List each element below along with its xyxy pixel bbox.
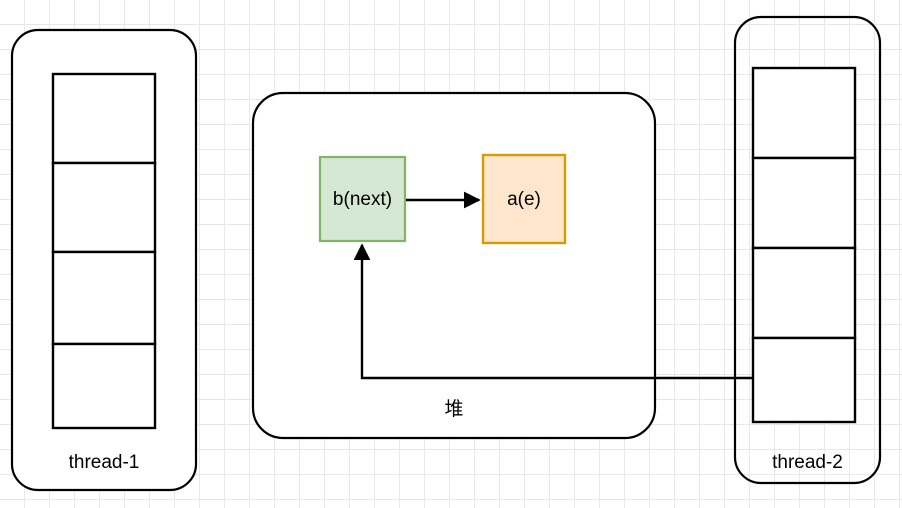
thread-2-frame-3[interactable] <box>751 246 857 340</box>
heap-title-label: 堆 <box>444 399 464 420</box>
heap-container[interactable] <box>251 91 657 440</box>
thread-2-container[interactable] <box>733 15 882 485</box>
thread-2-frame-1[interactable] <box>751 66 857 160</box>
thread-1-frame-3[interactable] <box>51 250 157 346</box>
thread-2-frame-2[interactable] <box>751 156 857 250</box>
thread-1-frame-4[interactable] <box>51 342 157 430</box>
thread-1-stack[interactable] <box>51 72 157 430</box>
heap-object-b-next[interactable] <box>318 155 407 243</box>
thread-2-label: thread-2 <box>772 452 843 473</box>
thread-1-label: thread-1 <box>68 452 140 473</box>
thread-2-frame-4[interactable] <box>751 336 857 424</box>
thread-2-stack[interactable] <box>751 66 857 424</box>
thread-1-frame-2[interactable] <box>51 161 157 254</box>
heap-object-a-e[interactable] <box>481 153 567 245</box>
thread-1-frame-1[interactable] <box>51 72 157 165</box>
connector-thread2-to-b[interactable] <box>353 243 753 380</box>
